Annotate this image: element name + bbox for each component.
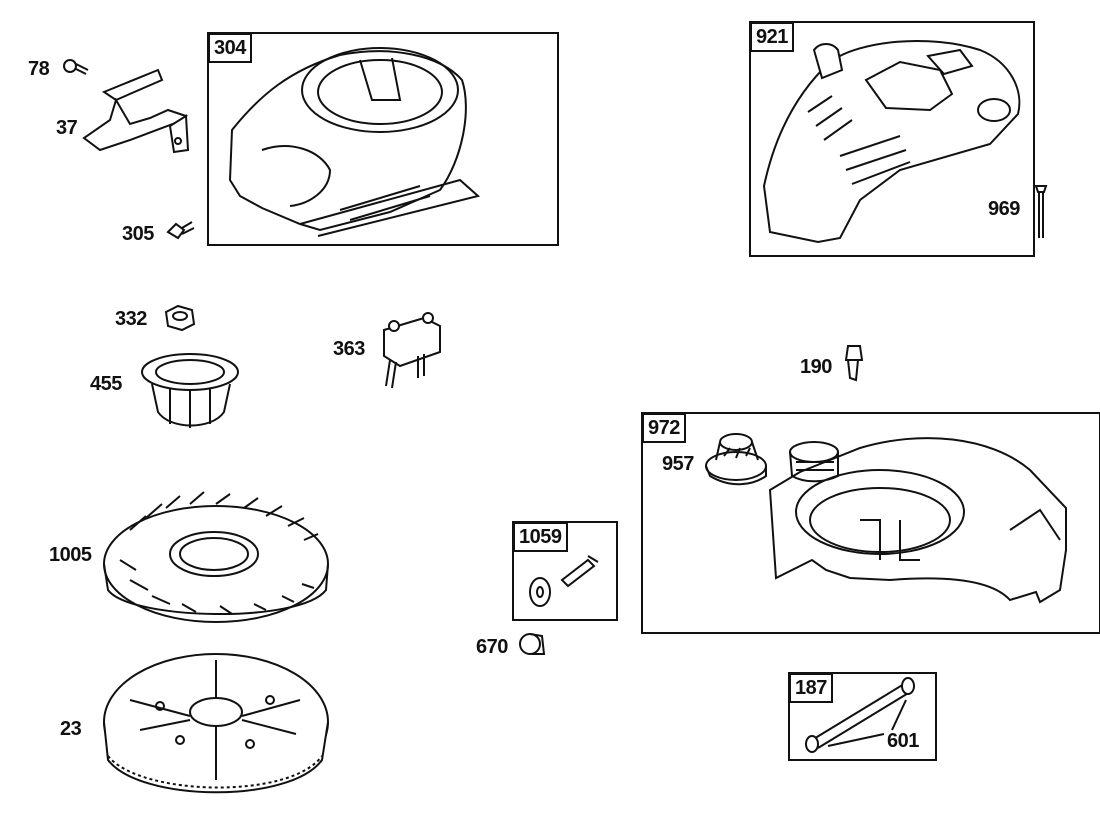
fan-1005-part xyxy=(103,491,329,623)
label-969: 969 xyxy=(988,198,1020,220)
bushing-670-part xyxy=(519,633,546,655)
plug-190-part xyxy=(844,345,864,382)
cap-957-part xyxy=(705,433,767,486)
fuel-tank-972-part xyxy=(768,437,1067,604)
label-957: 957 xyxy=(662,453,694,475)
label-972: 972 xyxy=(642,413,686,443)
shroud-921-part xyxy=(762,39,1021,244)
label-921: 921 xyxy=(750,22,794,52)
box-187 xyxy=(788,672,937,761)
label-23: 23 xyxy=(60,718,82,740)
fuel-line-187-part xyxy=(805,677,915,753)
label-455: 455 xyxy=(90,373,122,395)
box-972 xyxy=(641,412,1100,634)
label-1059: 1059 xyxy=(513,522,568,552)
label-332: 332 xyxy=(115,308,147,330)
label-190: 190 xyxy=(800,356,832,378)
label-305: 305 xyxy=(122,223,154,245)
label-187: 187 xyxy=(789,673,833,703)
box-921 xyxy=(749,21,1035,257)
cup-455-part xyxy=(141,353,239,428)
flywheel-23-part xyxy=(103,653,329,794)
bracket-363-part xyxy=(383,312,441,389)
label-1005: 1005 xyxy=(49,544,92,566)
label-304: 304 xyxy=(208,33,252,63)
box-304 xyxy=(207,32,559,246)
label-363: 363 xyxy=(333,338,365,360)
label-78: 78 xyxy=(28,58,50,80)
screw-78-part xyxy=(63,59,89,75)
label-601: 601 xyxy=(887,730,919,752)
label-670: 670 xyxy=(476,636,508,658)
nut-332-part xyxy=(164,304,196,332)
bolt-969-part xyxy=(1034,185,1048,238)
blower-housing-304-part xyxy=(228,47,481,237)
screw-305-part xyxy=(166,221,195,240)
baffle-37-part xyxy=(82,68,190,154)
label-37: 37 xyxy=(56,117,78,139)
pin-1059-part xyxy=(529,555,599,607)
